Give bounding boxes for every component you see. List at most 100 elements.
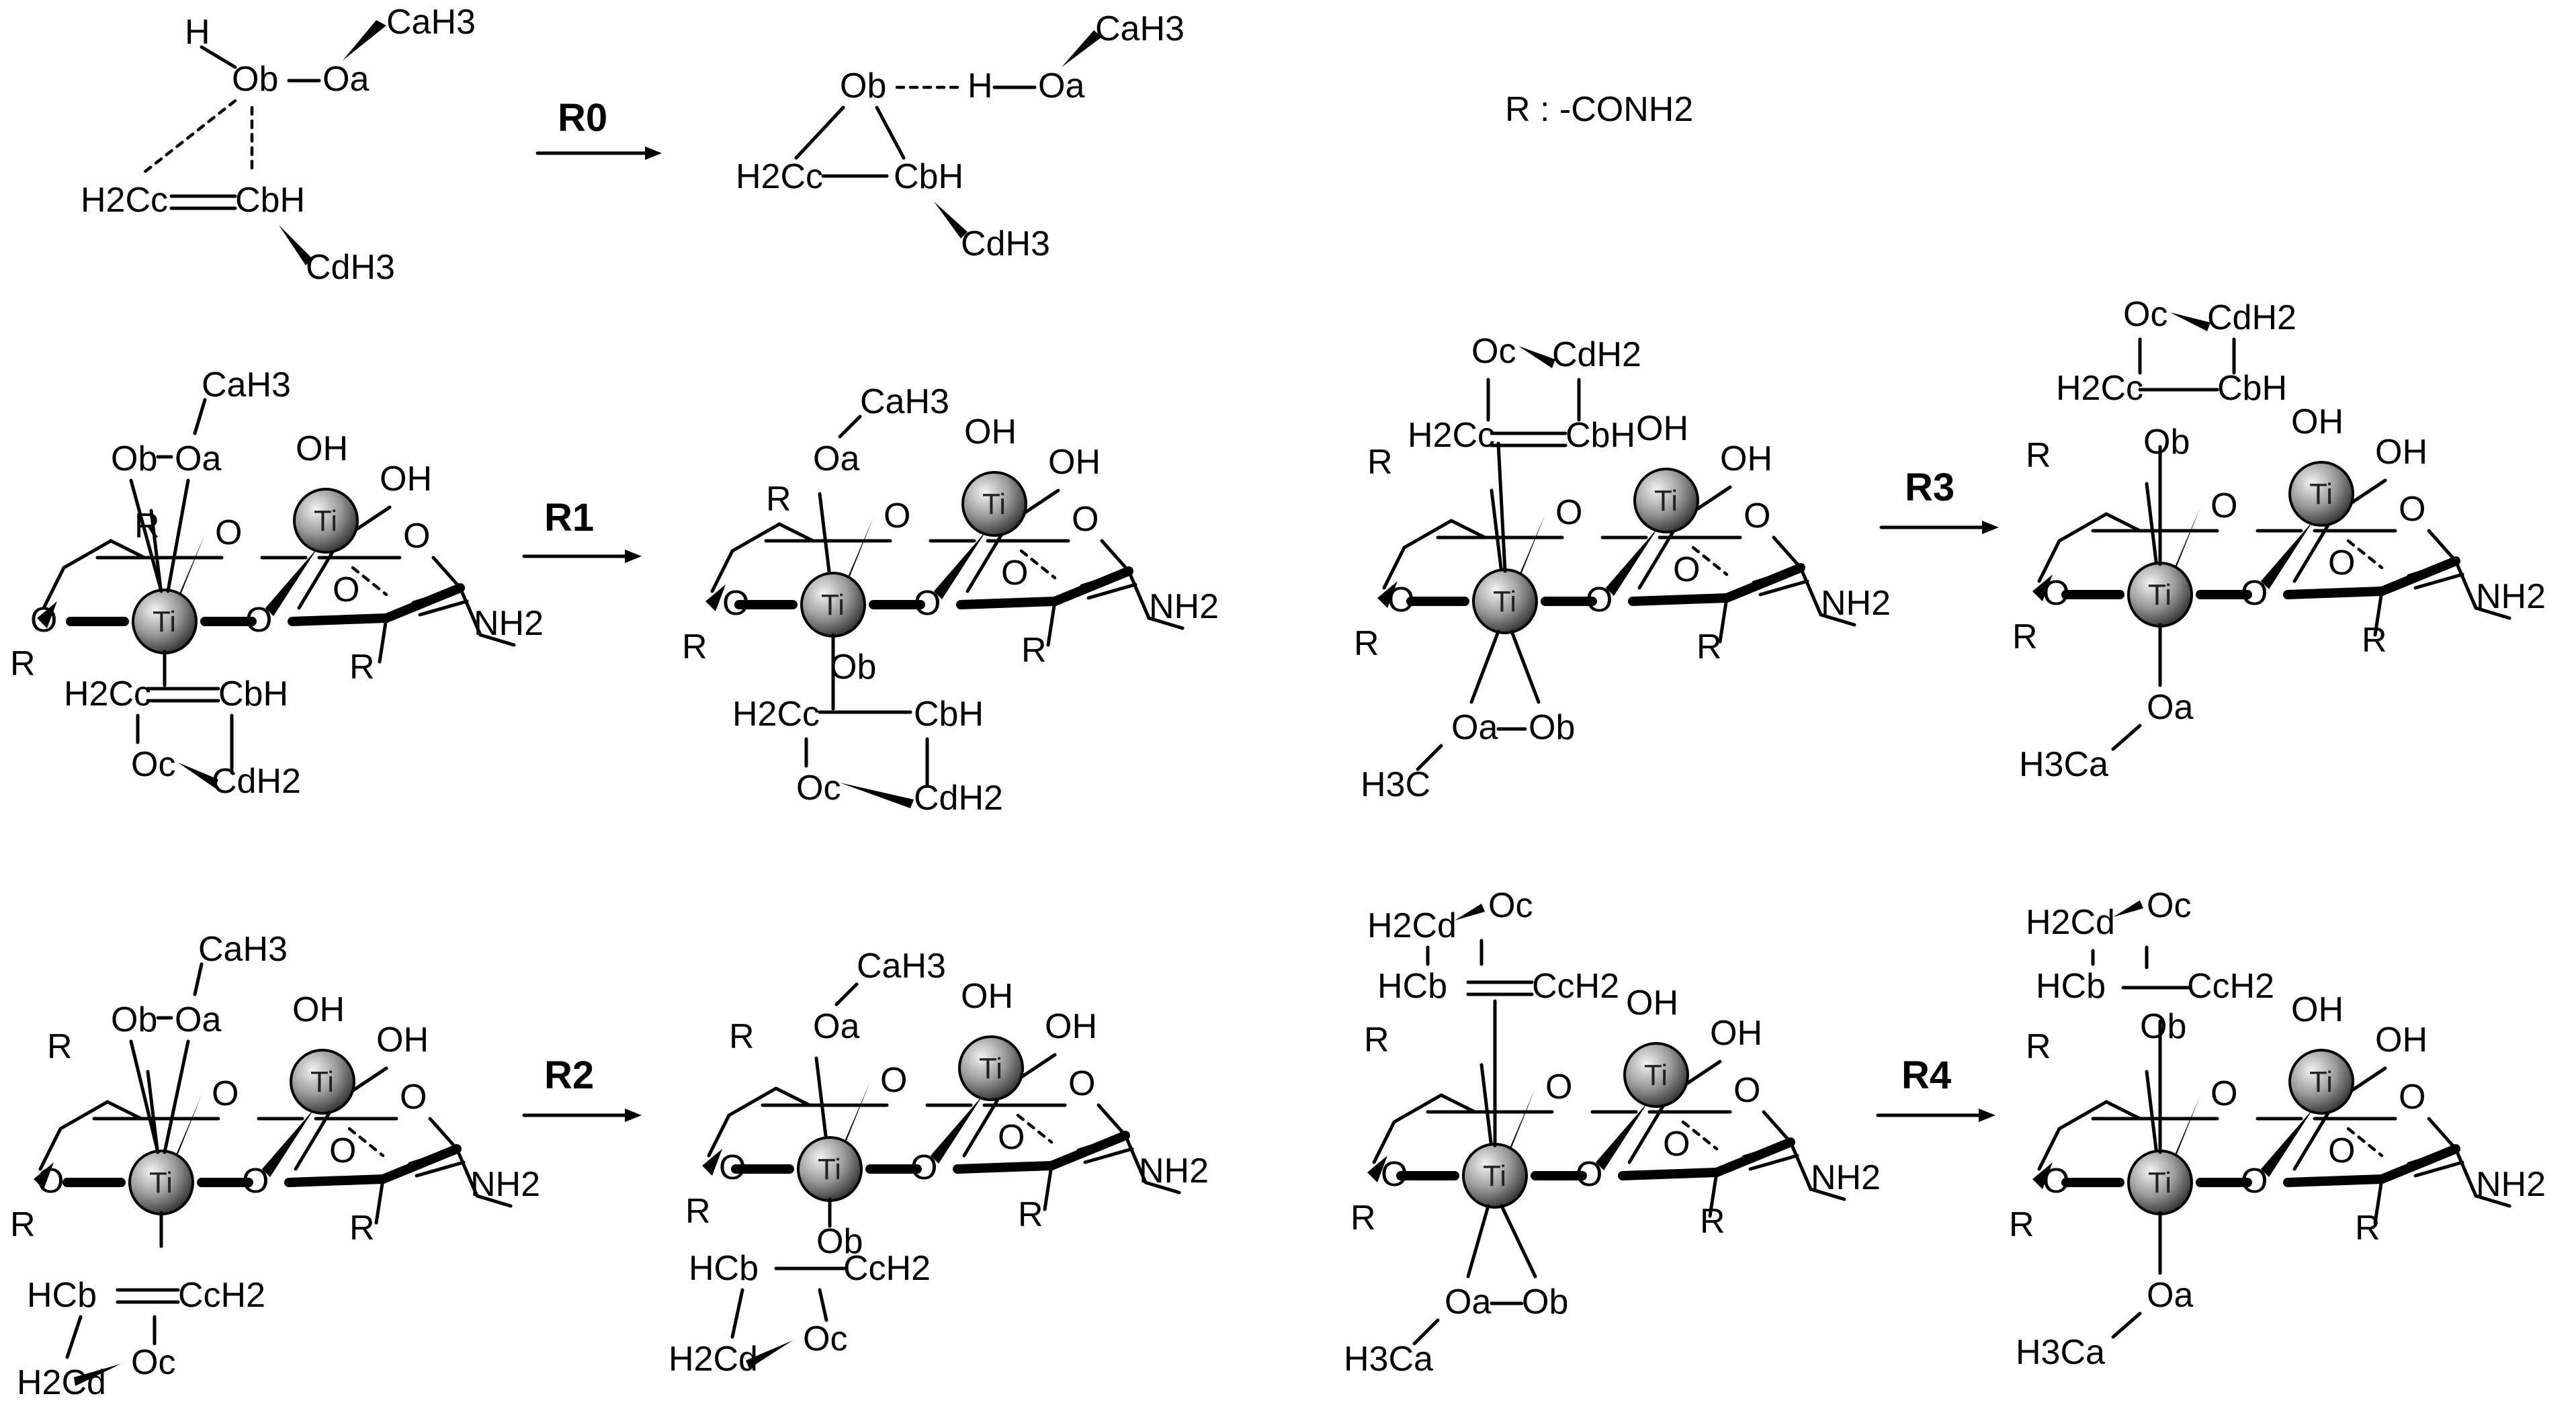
atom-cc-h2: CcH2 — [178, 1276, 265, 1315]
atom-oh: OH — [292, 990, 345, 1029]
atom-o: O — [1576, 1155, 1602, 1194]
atom-o: O — [1387, 580, 1414, 619]
atom-ti: Ti — [153, 605, 176, 638]
atom-oc: Oc — [1471, 332, 1516, 371]
atom-oc: Oc — [796, 769, 841, 808]
atom-hc-b: HCb — [689, 1249, 759, 1288]
atom-r: R — [2355, 1209, 2380, 1248]
atom-cc-h2: CcH2 — [843, 1249, 931, 1288]
reaction-label-r0: R0 — [558, 96, 607, 140]
atom-oh: OH — [2291, 402, 2344, 441]
atom-ti: Ti — [2309, 478, 2333, 511]
r4-product: Ti Ti OH OH R R R NH2 O O O O O Ob HCb C… — [2009, 886, 2546, 1372]
atom-oc: Oc — [2123, 295, 2167, 334]
atom-o: O — [2328, 1131, 2355, 1170]
atom-ob: Ob — [2143, 423, 2190, 462]
atom-o: O — [2241, 574, 2268, 613]
atom-cb-h: CbH — [1565, 416, 1635, 455]
reaction-label-r1: R1 — [544, 496, 594, 539]
atom-cb-h: CbH — [218, 675, 288, 714]
atom-h2-cd: H2Cd — [669, 1340, 758, 1379]
atom-hc-b: HCb — [1377, 967, 1447, 1006]
atom-o: O — [212, 1074, 239, 1113]
atom-o: O — [914, 584, 941, 623]
atom-oc: Oc — [803, 1320, 847, 1358]
atom-oa: Oa — [2147, 688, 2193, 727]
wedge-bond — [934, 202, 968, 239]
atom-o: O — [30, 601, 57, 640]
atom-ti: Ti — [2148, 1166, 2172, 1199]
atom-oa: Oa — [2147, 1276, 2193, 1315]
atom-ob: Ob — [111, 439, 157, 478]
atom-oh: OH — [296, 429, 348, 468]
atom-o: O — [2399, 490, 2425, 529]
atom-r: R — [1364, 1021, 1389, 1060]
atom-o: O — [1545, 1068, 1572, 1107]
atom-h: H — [185, 13, 210, 52]
atom-h2-cd: H2Cd — [1367, 906, 1457, 945]
atom-o: O — [215, 513, 242, 552]
atom-o: O — [1673, 550, 1700, 589]
wedge-bond — [2170, 312, 2210, 331]
reaction-label-r2: R2 — [544, 1053, 594, 1097]
atom-oh: OH — [1710, 1014, 1762, 1053]
atom-oc: Oc — [131, 1343, 175, 1382]
atom-cd-h2: CdH2 — [2207, 298, 2296, 337]
r2-product: Ti Ti OH OH R R R NH2 O O O O O Oa CaH3 … — [669, 947, 1209, 1379]
atom-oa: Oa — [1038, 67, 1084, 105]
atom-ca-h3: CaH3 — [386, 3, 476, 42]
reaction-label-r3: R3 — [1905, 466, 1955, 509]
atom-ca-h3: CaH3 — [857, 947, 946, 986]
r4-reactant: Ti Ti OH OH R R R NH2 O O O O O HCb CcH2… — [1344, 886, 1881, 1379]
atom-h: H — [968, 67, 993, 105]
atom-r: R — [1367, 443, 1393, 482]
atom-r: R — [1018, 1195, 1043, 1234]
atom-ti: Ti — [149, 1166, 173, 1199]
atom-cd-h2: CdH2 — [1552, 335, 1641, 374]
atom-r: R — [1697, 628, 1722, 666]
atom-o: O — [1733, 1071, 1760, 1110]
atom-h2-cc: H2Cc — [732, 695, 820, 734]
atom-o: O — [2210, 486, 2237, 525]
atom-nh2: NH2 — [1821, 584, 1891, 623]
r3-reactant: Ti Ti OH OH R R R NH2 O O O O O H2Cc CbH… — [1354, 332, 1891, 804]
atom-nh2: NH2 — [470, 1165, 540, 1204]
atom-cc-h2: CcH2 — [2187, 967, 2274, 1006]
atom-oh: OH — [964, 413, 1017, 451]
atom-ob: Ob — [232, 60, 278, 99]
atom-o: O — [1586, 580, 1613, 619]
atom-cd-h3: CdH3 — [961, 224, 1050, 263]
atom-r: R — [1021, 631, 1047, 670]
wedge-bond — [1518, 346, 1555, 368]
atom-h2-cc: H2Cc — [2056, 369, 2143, 408]
atom-ti: Ti — [982, 488, 1006, 521]
atom-r: R — [2012, 617, 2038, 656]
atom-h2-cc: H2Cc — [64, 675, 151, 714]
atom-h3-ca: H3Ca — [1344, 1340, 1433, 1379]
atom-o: O — [400, 1078, 427, 1117]
reaction-label-r4: R4 — [1901, 1053, 1951, 1097]
atom-o: O — [1072, 500, 1099, 539]
atom-oa: Oa — [323, 60, 369, 99]
atom-ob: Ob — [1529, 708, 1575, 747]
wedge-bond — [746, 1340, 793, 1369]
atom-cd-h3: CdH3 — [306, 248, 395, 287]
atom-oc: Oc — [2147, 886, 2191, 925]
atom-o: O — [1068, 1064, 1095, 1103]
atom-nh2: NH2 — [474, 604, 544, 643]
atom-r: R — [1350, 1199, 1376, 1238]
atom-cd-h2: CdH2 — [212, 762, 301, 801]
wedge-bond — [1455, 904, 1485, 920]
atom-h3-c: H3C — [1361, 765, 1430, 804]
atom-h2-cc: H2Cc — [1408, 416, 1495, 455]
atom-nh2: NH2 — [1139, 1152, 1209, 1191]
wedge-bond — [279, 225, 312, 265]
r4-arrow: R4 — [1876, 1053, 1995, 1122]
atom-r: R — [2026, 436, 2051, 475]
atom-ti: Ti — [2309, 1066, 2333, 1098]
atom-r: R — [685, 1192, 711, 1231]
atom-ca-h3: CaH3 — [1095, 9, 1185, 48]
atom-r: R — [1354, 624, 1379, 663]
atom-oh: OH — [2291, 990, 2344, 1029]
